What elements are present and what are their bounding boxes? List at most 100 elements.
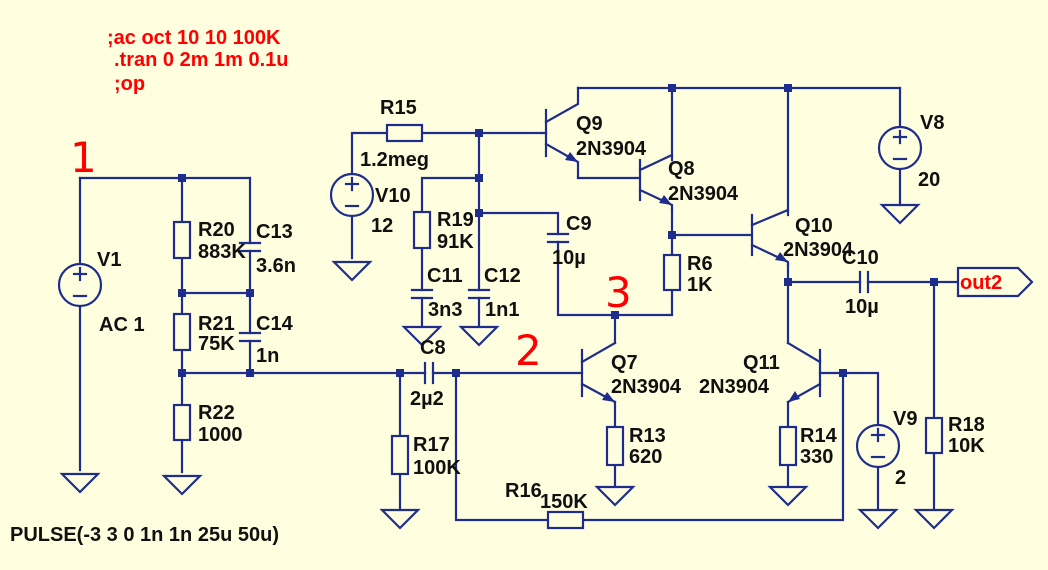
ground-symbol <box>458 325 500 347</box>
r16-name: R16 <box>505 480 542 502</box>
component-labels: V1 AC 1 PULSE(-3 3 0 1n 1n 25u 50u) V10 … <box>10 97 985 546</box>
resistor-r6 <box>662 253 682 292</box>
c10-name: C10 <box>842 247 879 269</box>
c8-name: C8 <box>420 337 446 359</box>
node-label-2: 2 <box>515 326 542 375</box>
resistor-r19 <box>412 210 432 250</box>
q7-name: Q7 <box>611 352 638 374</box>
v1-name: V1 <box>97 249 121 271</box>
output-port[interactable]: out2 <box>956 266 1034 298</box>
r18-value: 10K <box>948 435 985 457</box>
ground-symbol <box>59 472 101 494</box>
c13-value: 3.6n <box>256 255 296 277</box>
resistor-r15 <box>385 123 424 143</box>
voltage-source-v1 <box>57 262 103 308</box>
resistor-r14 <box>778 425 798 467</box>
q11-name: Q11 <box>743 352 780 374</box>
r6-value: 1K <box>687 274 713 296</box>
r6-name: R6 <box>687 253 713 275</box>
resistor-r22 <box>172 403 192 442</box>
r22-value: 1000 <box>198 424 243 446</box>
ground-symbol <box>379 508 421 530</box>
transistors <box>540 86 822 404</box>
resistor-r20 <box>172 220 192 260</box>
voltage-source-v9 <box>855 423 901 469</box>
c9-value: 10µ <box>552 247 586 269</box>
node-label-1: 1 <box>70 133 97 182</box>
resistor-r18 <box>924 416 944 455</box>
c12-name: C12 <box>484 265 521 287</box>
q11-model: 2N3904 <box>699 376 770 398</box>
q9-name: Q9 <box>576 113 603 135</box>
q8-model: 2N3904 <box>668 183 739 205</box>
transistor-q10 <box>750 208 790 267</box>
resistor-r17 <box>390 434 410 476</box>
r17-value: 100K <box>413 457 461 479</box>
r17-name: R17 <box>413 434 450 456</box>
junction-dots <box>178 84 938 377</box>
c14-name: C14 <box>256 313 294 335</box>
transistor-q9 <box>540 86 580 180</box>
r19-value: 91K <box>437 231 474 253</box>
node-label-3: 3 <box>605 268 632 317</box>
r14-name: R14 <box>800 425 838 447</box>
directive-tran[interactable]: .tran 0 2m 1m 0.1u <box>114 49 289 71</box>
c8-value: 2µ2 <box>410 388 444 410</box>
q8-name: Q8 <box>668 158 695 180</box>
v10-name: V10 <box>375 185 411 207</box>
r21-value: 75K <box>198 333 235 355</box>
directive-op[interactable]: ;op <box>114 73 145 95</box>
resistor-r16 <box>546 510 585 530</box>
output-port-label: out2 <box>960 272 1002 294</box>
r14-value: 330 <box>800 446 833 468</box>
ground-symbol <box>913 508 955 530</box>
q9-model: 2N3904 <box>576 138 647 160</box>
v1-spec: PULSE(-3 3 0 1n 1n 25u 50u) <box>10 524 279 546</box>
c10-value: 10µ <box>845 296 879 318</box>
ground-symbol <box>767 485 809 507</box>
q10-name: Q10 <box>795 215 833 237</box>
q7-model: 2N3904 <box>611 376 682 398</box>
r16-value: 150K <box>540 491 588 513</box>
c11-value: 3n3 <box>428 299 462 321</box>
ground-symbol <box>594 485 636 507</box>
v8-value: 20 <box>918 169 940 191</box>
capacitor-plates <box>238 232 870 385</box>
v9-value: 2 <box>895 467 906 489</box>
r20-name: R20 <box>198 219 235 241</box>
r15-name: R15 <box>380 97 417 119</box>
r20-value: 883K <box>198 241 246 263</box>
voltage-sources <box>57 125 923 469</box>
resistor-r21 <box>172 312 192 352</box>
q10-model: 2N3904 <box>783 239 854 261</box>
v1-value: AC 1 <box>99 314 145 336</box>
r21-name: R21 <box>198 313 235 335</box>
voltage-source-v10 <box>329 172 375 218</box>
directive-ac[interactable]: ;ac oct 10 10 100K <box>107 27 281 49</box>
resistor-bodies <box>172 123 944 530</box>
resistor-r13 <box>605 425 625 467</box>
v10-value: 12 <box>371 215 393 237</box>
c14-value: 1n <box>256 345 279 367</box>
ground-symbol <box>879 203 921 225</box>
ground-symbol <box>161 474 203 496</box>
spice-directives[interactable]: ;ac oct 10 10 100K .tran 0 2m 1m 0.1u ;o… <box>107 27 289 95</box>
r18-name: R18 <box>948 414 985 436</box>
ground-symbol <box>331 260 373 282</box>
transistor-q7 <box>580 341 617 404</box>
ground-symbols <box>59 203 955 530</box>
r13-value: 620 <box>629 446 662 468</box>
voltage-source-v8 <box>877 125 923 171</box>
r13-name: R13 <box>629 425 666 447</box>
v8-name: V8 <box>920 112 944 134</box>
c12-value: 1n1 <box>485 299 519 321</box>
r15-value: 1.2meg <box>360 149 429 171</box>
transistor-q8 <box>638 153 674 212</box>
c11-name: C11 <box>427 265 463 287</box>
r22-name: R22 <box>198 402 235 424</box>
wires <box>78 86 960 522</box>
transistor-q11 <box>786 341 822 404</box>
c13-name: C13 <box>256 221 293 243</box>
c9-name: C9 <box>566 213 592 235</box>
